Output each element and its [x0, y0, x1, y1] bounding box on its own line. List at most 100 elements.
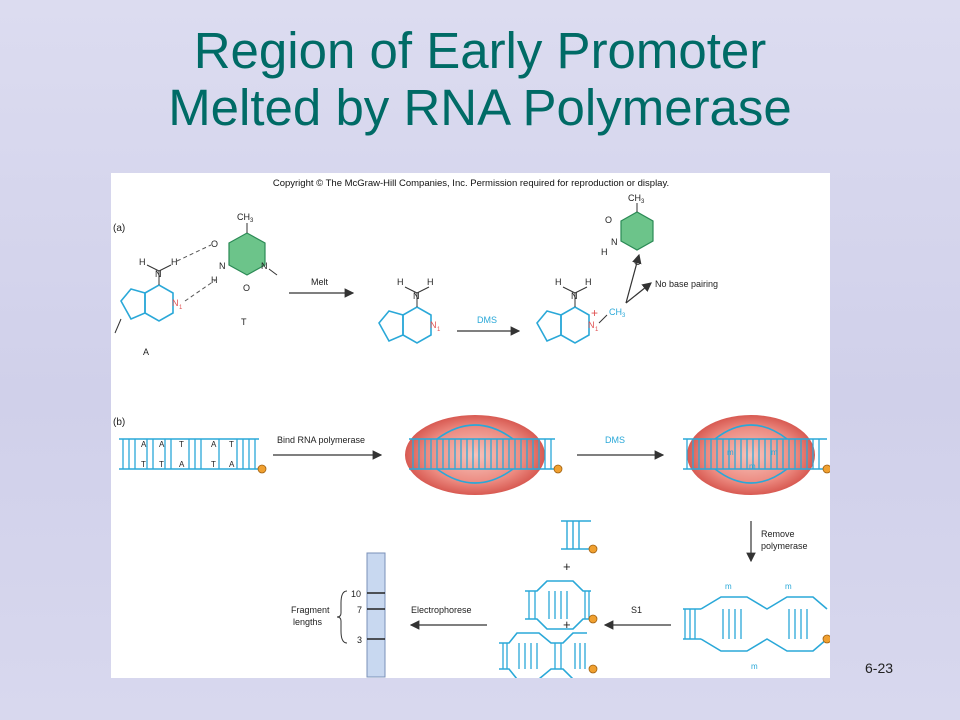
fragment-plus-1: +	[563, 559, 571, 574]
base-pair-rungs	[122, 439, 256, 469]
panel-a-label: (a)	[113, 223, 125, 234]
electrophorese-label: Electrophorese	[411, 605, 472, 615]
melted-adenine-h-left: H	[397, 277, 404, 287]
unpaired-thymine-n3: N	[611, 237, 618, 247]
polymerase-rungs	[412, 439, 552, 469]
fragment-label-1: Fragment	[291, 605, 330, 615]
bp-t-5: T	[229, 440, 234, 449]
gel-lane-strip	[366, 552, 386, 678]
methylated-adenine-n1: N	[588, 320, 595, 330]
rna-polymerase	[405, 415, 545, 495]
title-line-2: Melted by RNA Polymerase	[168, 79, 792, 136]
methyl-group: CH	[609, 307, 622, 317]
unpaired-thymine-o-top: O	[605, 215, 612, 225]
methylated-adenine-n6: N	[571, 291, 578, 301]
dna-end-marker	[257, 464, 267, 474]
naked-methyl-3: m	[751, 662, 758, 671]
no-pairing-arrow-2	[625, 253, 642, 304]
no-base-pairing-label: No base pairing	[655, 279, 718, 289]
methyl-mark-3: m	[749, 462, 756, 471]
thymine-label: T	[241, 317, 247, 327]
thymine-o-bottom: O	[243, 283, 250, 293]
bp-t-2: T	[159, 460, 164, 469]
fragment-large-rungs	[502, 643, 586, 669]
thymine-o-top: O	[211, 239, 218, 249]
methylated-adenine-h-right: H	[585, 277, 592, 287]
adenine-molecule-methylated: N H H N 1 + CH 3	[536, 277, 626, 344]
thymine-n1: N	[261, 261, 268, 271]
melted-adenine-n6: N	[413, 291, 420, 301]
adenine-h-right: H	[171, 257, 178, 267]
tick-10: 10	[351, 589, 361, 599]
naked-methylated-dna: m m m	[683, 582, 830, 671]
thymine-ch3: CH	[237, 212, 250, 222]
bp-t-4: T	[211, 460, 216, 469]
figure-diagram: Copyright © The McGraw-Hill Companies, I…	[113, 178, 830, 678]
bp-t-1: T	[141, 460, 146, 469]
thymine-n3: N	[219, 261, 226, 271]
figure-panel: Copyright © The McGraw-Hill Companies, I…	[111, 173, 830, 678]
dna-end-marker-4	[822, 634, 830, 644]
melt-label: Melt	[311, 277, 329, 287]
adenine-h-left: H	[139, 257, 146, 267]
s1-label: S1	[631, 605, 642, 615]
unpaired-thymine-ch3: CH	[628, 193, 641, 203]
bp-a-1: A	[141, 440, 147, 449]
adenine-five-ring	[120, 288, 146, 321]
fragment-medium	[525, 580, 598, 630]
tick-3: 3	[357, 635, 362, 645]
methylated-adenine-h-left: H	[555, 277, 562, 287]
tick-7: 7	[357, 605, 362, 615]
hydrogen-bond-top	[176, 244, 212, 262]
adenine-n1-sub: 1	[179, 305, 183, 311]
bind-polymerase-label: Bind RNA polymerase	[277, 435, 365, 445]
title-line-1: Region of Early Promoter	[193, 22, 767, 79]
thymine-molecule-unpaired: CH 3 O O N H	[601, 193, 654, 267]
bp-a-3: A	[179, 460, 185, 469]
methyl-group-sub: 3	[622, 313, 626, 319]
fragment-label-2: lengths	[293, 617, 323, 627]
adenine-molecule-paired: N H H N 1 A	[114, 257, 183, 357]
naked-methyl-2: m	[785, 582, 792, 591]
fragment-medium-rungs	[528, 591, 590, 619]
methylated-rungs	[686, 439, 820, 469]
adenine-molecule-melted: N H H N 1	[378, 277, 441, 344]
naked-methyl-1: m	[725, 582, 732, 591]
fragment-small	[561, 520, 598, 554]
melted-bubble	[436, 424, 514, 484]
adenine-label: A	[143, 347, 149, 357]
panel-b-label: (b)	[113, 417, 125, 428]
polymerase-bound-complex	[405, 415, 563, 495]
dna-duplex-initial: A T A T T A A T T A	[119, 438, 267, 474]
remove-label-2: polymerase	[761, 541, 808, 551]
melted-adenine-n1: N	[430, 320, 437, 330]
methylated-adenine-n1-sub: 1	[595, 327, 599, 333]
rna-polymerase-2	[687, 415, 815, 495]
slide-number: 6-23	[865, 660, 894, 676]
adenine-n1: N	[172, 298, 179, 308]
fragment-plus-2: +	[563, 617, 571, 632]
no-pairing-arrow	[625, 282, 652, 304]
bp-t-3: T	[179, 440, 184, 449]
bp-a-4: A	[211, 440, 217, 449]
thymine-molecule-paired: CH 3 O O N H N T	[211, 212, 278, 327]
fragment-brace	[336, 590, 348, 644]
methyl-mark-1: m	[727, 448, 734, 457]
melted-adenine-h-right: H	[427, 277, 434, 287]
thymine-ring	[228, 232, 266, 276]
dms-label-b: DMS	[605, 435, 625, 445]
naked-rungs	[684, 609, 808, 639]
unpaired-thymine-ch3-sub: 3	[641, 199, 645, 205]
slide-title: Region of Early Promoter Melted by RNA P…	[0, 22, 960, 136]
dna-end-marker-2	[553, 464, 563, 474]
dna-end-marker-3	[822, 464, 830, 474]
unpaired-thymine-h3: H	[601, 247, 608, 257]
melted-adenine-n1-sub: 1	[437, 327, 441, 333]
methyl-mark-2: m	[771, 448, 778, 457]
remove-label-1: Remove	[761, 529, 795, 539]
methylated-plus: +	[591, 306, 598, 320]
dms-label-a: DMS	[477, 315, 497, 325]
thymine-h3: H	[211, 275, 218, 285]
thymine-ch3-sub: 3	[250, 218, 254, 224]
fragment-large	[499, 632, 598, 678]
